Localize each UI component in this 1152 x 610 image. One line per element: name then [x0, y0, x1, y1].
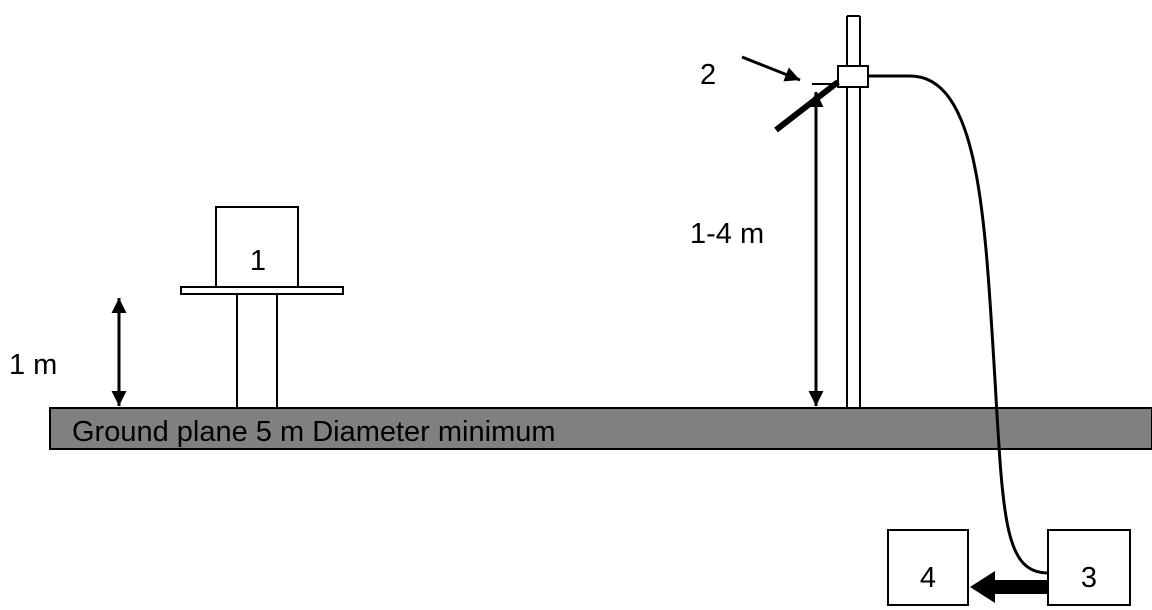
antenna-element: [774, 79, 840, 133]
equipment-under-test-box: [215, 206, 299, 288]
table: [180, 286, 344, 408]
antenna-pointer-arrow: [741, 55, 801, 82]
item-3-label: 3: [1081, 562, 1097, 594]
height-range-label: 1-4 m: [690, 218, 764, 250]
item-4-label: 4: [920, 562, 936, 594]
mast-clamp: [837, 65, 869, 88]
receiver-box: [1047, 529, 1131, 606]
height-1m-label: 1 m: [9, 349, 57, 381]
recorder-box: [887, 529, 969, 606]
item-2-label: 2: [700, 59, 716, 91]
ground-plane: [49, 407, 1152, 450]
antenna-cable: [868, 74, 1049, 575]
ground-plane-label: Ground plane 5 m Diameter minimum: [72, 416, 556, 448]
item-1-label: 1: [250, 245, 266, 277]
signal-arrow: [970, 571, 1048, 603]
